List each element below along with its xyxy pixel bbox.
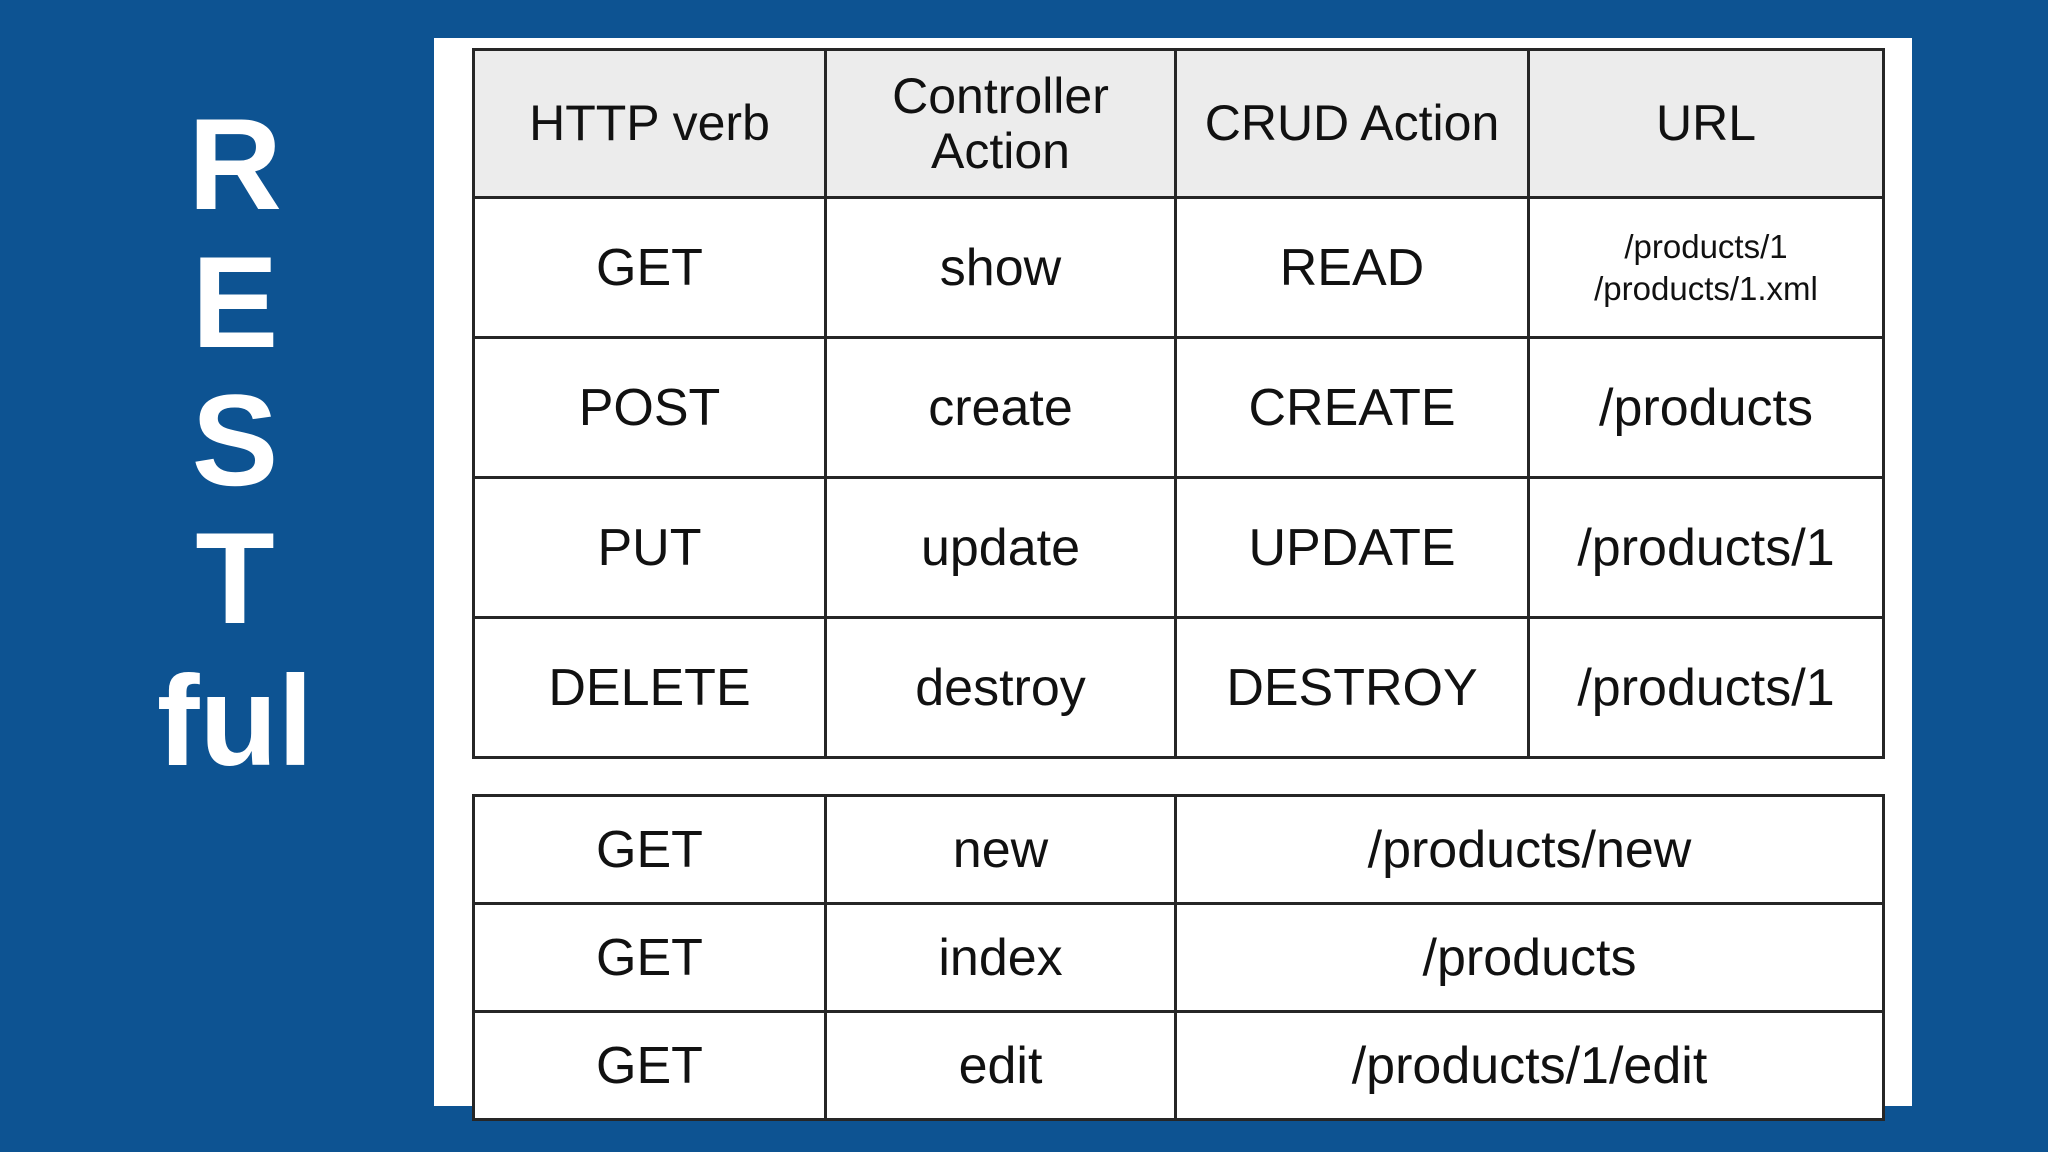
cell-url-line1: /products/1 — [1624, 228, 1788, 266]
header-crud-action: CRUD Action — [1174, 48, 1530, 199]
cell-crud-action: CREATE — [1174, 336, 1530, 479]
cell-controller-action: destroy — [824, 616, 1177, 759]
cell-url: /products/1 /products/1.xml — [1527, 196, 1885, 339]
header-controller-action: Controller Action — [824, 48, 1177, 199]
cell-controller-action: update — [824, 476, 1177, 619]
table-row: GET edit /products/1/edit — [472, 1010, 1885, 1121]
table-row: GET new /products/new — [472, 794, 1885, 905]
cell-http-verb: GET — [472, 794, 827, 905]
header-controller-action-line2: Action — [931, 122, 1070, 179]
table-row: DELETE destroy DESTROY /products/1 — [472, 616, 1885, 759]
cell-url-line2: /products/1.xml — [1594, 269, 1818, 307]
wordmark-suffix-ful: ful — [156, 649, 314, 793]
content-card: HTTP verb Controller Action CRUD Action … — [434, 38, 1912, 1121]
table-row: GET index /products — [472, 902, 1885, 1013]
cell-url: /products — [1174, 902, 1885, 1013]
cell-url: /products/1 — [1527, 616, 1885, 759]
cell-http-verb: PUT — [472, 476, 827, 619]
restful-routes-table: HTTP verb Controller Action CRUD Action … — [472, 48, 1885, 759]
additional-routes-table: GET new /products/new GET index /product… — [472, 794, 1885, 1121]
header-controller-action-line1: Controller — [892, 67, 1109, 124]
cell-url: /products/new — [1174, 794, 1885, 905]
cell-http-verb: GET — [472, 1010, 827, 1121]
header-row: HTTP verb Controller Action CRUD Action … — [472, 48, 1885, 199]
cell-controller-action: create — [824, 336, 1177, 479]
cell-controller-action: edit — [824, 1010, 1177, 1121]
table-body: GET show READ /products/1 /products/1.xm… — [472, 196, 1885, 759]
cell-url: /products/1 — [1527, 476, 1885, 619]
cell-http-verb: DELETE — [472, 616, 827, 759]
cell-url: /products — [1527, 336, 1885, 479]
cell-http-verb: GET — [472, 196, 827, 339]
extra-table-body: GET new /products/new GET index /product… — [472, 794, 1885, 1121]
cell-crud-action: READ — [1174, 196, 1530, 339]
cell-crud-action: UPDATE — [1174, 476, 1530, 619]
wordmark-letter-t: T — [195, 504, 275, 651]
table-row: GET show READ /products/1 /products/1.xm… — [472, 196, 1885, 339]
wordmark-letter-r: R — [188, 90, 282, 237]
table-header: HTTP verb Controller Action CRUD Action … — [472, 48, 1885, 199]
cell-controller-action: new — [824, 794, 1177, 905]
cell-http-verb: GET — [472, 902, 827, 1013]
header-url: URL — [1527, 48, 1885, 199]
restful-wordmark: R E S T ful — [110, 95, 360, 797]
cell-controller-action: index — [824, 902, 1177, 1013]
table-row: POST create CREATE /products — [472, 336, 1885, 479]
wordmark-letter-s: S — [191, 366, 279, 513]
cell-http-verb: POST — [472, 336, 827, 479]
cell-controller-action: show — [824, 196, 1177, 339]
wordmark-letter-e: E — [191, 228, 279, 375]
table-row: PUT update UPDATE /products/1 — [472, 476, 1885, 619]
header-http-verb: HTTP verb — [472, 48, 827, 199]
cell-crud-action: DESTROY — [1174, 616, 1530, 759]
cell-url: /products/1/edit — [1174, 1010, 1885, 1121]
